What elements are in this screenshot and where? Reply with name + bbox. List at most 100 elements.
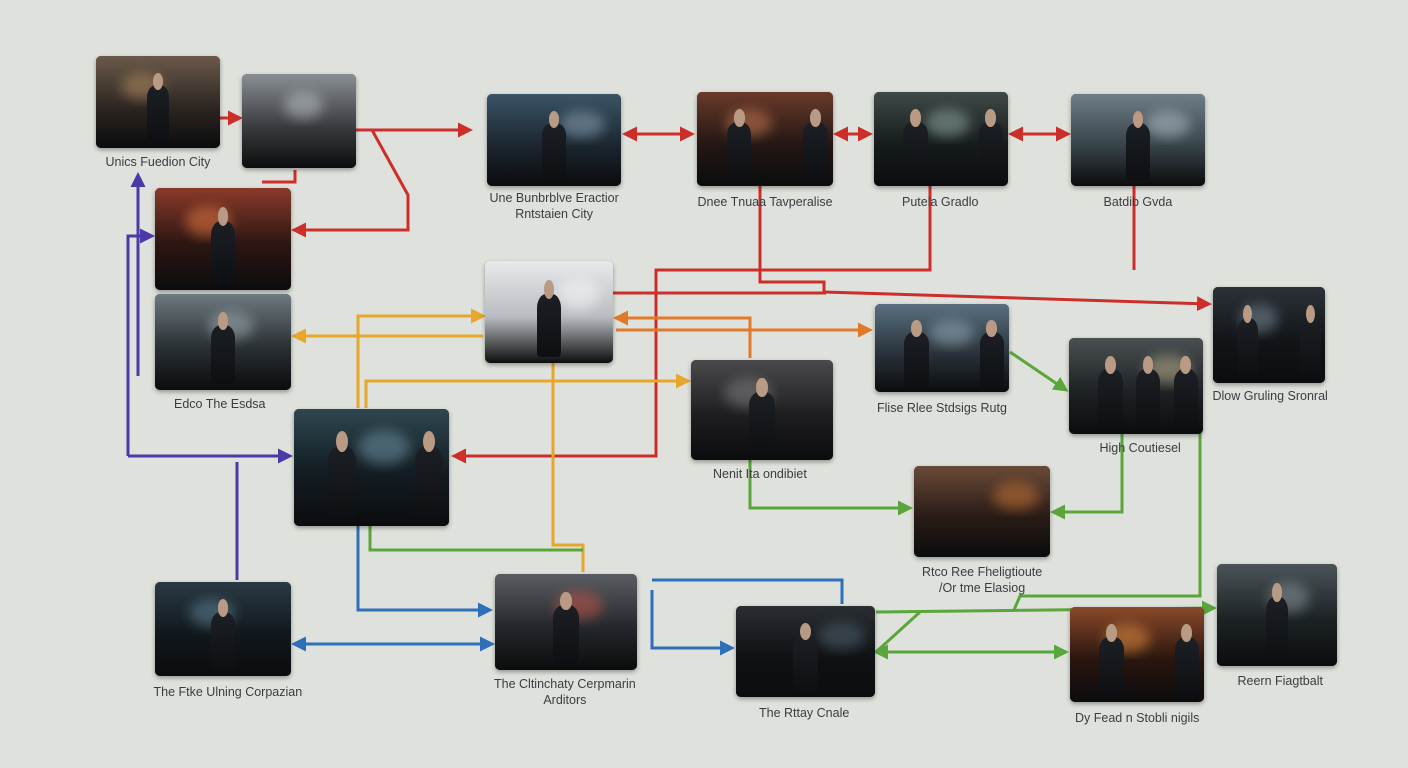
scene-light [284, 90, 323, 120]
node-image-n14[interactable] [294, 409, 449, 526]
node-image-n6[interactable] [1071, 94, 1205, 186]
scene-light [357, 430, 411, 466]
character-figure [210, 206, 236, 284]
node-label-n12: High Coutiesel [1100, 440, 1181, 456]
node-image-n1[interactable] [96, 56, 220, 148]
node-image-n3[interactable] [487, 94, 621, 186]
character-figure [749, 378, 775, 454]
node-label-n19: Dy Fead n Stobli nigils [1075, 710, 1199, 726]
character-figure [553, 591, 579, 665]
edge-red-9 [451, 186, 932, 464]
node-image-n15[interactable] [914, 466, 1050, 557]
node-label-line: Edco The Esdsa [174, 397, 266, 411]
node-image-n5[interactable] [874, 92, 1008, 186]
edge-red-4 [262, 170, 297, 184]
node-label-n5: Putela Gradlo [902, 194, 978, 210]
node-label-line: Une Bunbrblve Eractior [489, 191, 619, 205]
scene-light [559, 110, 605, 139]
node-label-n15: Rtco Ree Fheligtioute/Or tme Elasiog [922, 564, 1042, 596]
edge-red-2 [291, 128, 410, 238]
node-image-n10[interactable] [691, 360, 833, 460]
character-figure [903, 109, 928, 181]
character-figure [978, 109, 1003, 181]
node-label-line: Dlow Gruling Sronral [1212, 389, 1328, 403]
node-label-line: Dnee Tnuaa Tavperalise [697, 195, 833, 209]
edge-yellow-17 [551, 363, 585, 572]
character-figure [537, 279, 561, 357]
node-image-n2[interactable] [242, 74, 356, 168]
node-image-n4[interactable] [697, 92, 833, 186]
node-image-n7[interactable] [155, 188, 291, 290]
character-figure [792, 622, 818, 692]
scene-sky [914, 466, 1050, 517]
character-figure [414, 430, 443, 519]
edge-orange-12 [613, 310, 752, 358]
edge-purple-31 [126, 228, 155, 456]
scene-light [924, 108, 971, 138]
character-figure [1125, 110, 1151, 181]
character-figure [1173, 355, 1198, 429]
scene-light [556, 279, 601, 310]
node-label-line: /Or tme Elasiog [939, 581, 1026, 595]
node-image-n12[interactable] [1069, 338, 1203, 434]
character-figure [1237, 304, 1258, 378]
node-image-n9[interactable] [485, 261, 613, 363]
node-label-line: The Cltinchaty Cerpmarin [494, 677, 636, 691]
character-figure [1266, 582, 1288, 660]
node-label-line: Batdib Gvda [1103, 195, 1173, 209]
node-image-n13[interactable] [1213, 287, 1325, 383]
node-label-n20: Reern Fiagtbalt [1238, 673, 1323, 689]
edge-green-25 [874, 610, 922, 654]
node-label-n6: Batdib Gvda [1104, 194, 1173, 210]
edge-green-22 [1012, 383, 1202, 611]
edge-yellow-16 [364, 373, 691, 408]
node-label-line: The Ftke Ulning Corpazian [153, 685, 303, 699]
character-figure [904, 320, 929, 387]
node-image-n11[interactable] [875, 304, 1009, 392]
edge-blue-26 [356, 526, 493, 618]
node-label-n4: Dnee Tnuaa Tavperalise [698, 194, 833, 210]
character-figure [146, 72, 170, 143]
node-label-line: High Coutiesel [1099, 441, 1181, 455]
scene-ground [914, 516, 1050, 557]
node-image-n17[interactable] [495, 574, 637, 670]
node-image-n16[interactable] [155, 582, 291, 676]
scene-light [1144, 110, 1191, 139]
node-image-n19[interactable] [1070, 607, 1204, 702]
node-image-n8[interactable] [155, 294, 291, 390]
node-label-n13: Dlow Gruling Sronral [1213, 388, 1328, 404]
edge-blue-28 [650, 590, 735, 656]
edge-yellow-14 [356, 308, 486, 408]
character-figure [1098, 355, 1123, 429]
character-figure [210, 599, 236, 671]
node-label-n10: Nenit Ita ondibiet [713, 466, 807, 482]
character-figure [1300, 304, 1321, 378]
node-label-line: Nenit Ita ondibiet [713, 467, 807, 481]
scene-light [928, 319, 975, 347]
character-figure [979, 320, 1004, 387]
character-figure [803, 109, 828, 181]
scene-light [818, 622, 866, 650]
node-image-n20[interactable] [1217, 564, 1337, 666]
character-figure [210, 311, 236, 385]
node-label-line: Rntstaien City [515, 207, 594, 221]
node-label-line: Putela Gradlo [902, 195, 979, 209]
node-image-n18[interactable] [736, 606, 875, 697]
character-figure [328, 430, 356, 519]
node-label-line: Reern Fiagtbalt [1237, 674, 1323, 688]
scene-sky [242, 74, 356, 126]
node-label-line: Unics Fuedion City [105, 155, 211, 169]
scene-ground [242, 125, 356, 168]
character-figure [1136, 355, 1161, 429]
edge-blue-29 [652, 578, 844, 604]
node-label-n18: The Rttay Cnale [759, 705, 849, 721]
node-label-n11: Flise Rlee Stdsigs Rutg [877, 400, 1007, 416]
node-label-line: Arditors [543, 693, 587, 707]
node-label-line: The Rttay Cnale [759, 706, 850, 720]
edge-green-21 [368, 526, 583, 552]
edge-green-20 [1050, 434, 1124, 520]
edge-green-18 [1009, 350, 1069, 392]
character-figure [726, 109, 752, 181]
